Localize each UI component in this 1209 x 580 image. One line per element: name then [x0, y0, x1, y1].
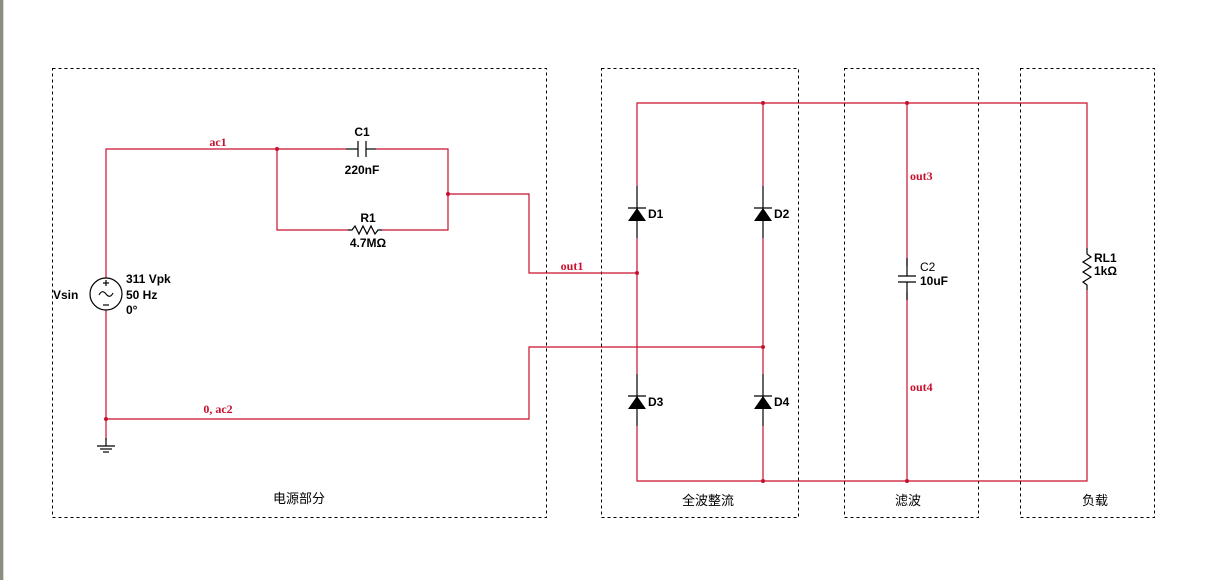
- c1-ref-label: C1: [354, 125, 370, 139]
- r1-ref-label: R1: [360, 211, 376, 225]
- junction-dot: [761, 479, 765, 483]
- wire-ac1[interactable]: [105, 148, 449, 278]
- net-label-out1: out1: [561, 259, 584, 273]
- load-section-box[interactable]: [1020, 68, 1155, 518]
- rl1-ref-label: RL1: [1094, 251, 1117, 265]
- power-section-label: 电源部分: [273, 492, 325, 507]
- vsin-ref-label: Vsin: [53, 288, 78, 302]
- ground-icon: [97, 438, 115, 453]
- junction-dot: [905, 101, 909, 105]
- diode-d1[interactable]: [628, 186, 646, 238]
- vsin-source[interactable]: [89, 277, 123, 311]
- window-left-border: [0, 0, 4, 580]
- filter-section-box[interactable]: [844, 68, 979, 518]
- c1-value: 220nF: [345, 163, 380, 177]
- net-label-ground-ac2: 0, ac2: [203, 402, 232, 416]
- filter-section-label: 滤波: [895, 494, 921, 509]
- c2-ref-label: C2: [920, 260, 936, 274]
- power-section-box[interactable]: [52, 68, 547, 518]
- junction-dot: [104, 417, 108, 421]
- junction-dot: [761, 345, 765, 349]
- wire-top-rail[interactable]: [636, 102, 1088, 266]
- d1-ref-label: D1: [648, 207, 664, 221]
- junction-dot: [275, 147, 279, 151]
- capacitor-c1[interactable]: [346, 141, 376, 157]
- net-label-ac1: ac1: [209, 135, 226, 149]
- c2-value: 10uF: [920, 274, 948, 288]
- diode-d4[interactable]: [754, 374, 772, 426]
- d4-ref-label: D4: [774, 395, 790, 409]
- vsin-frequency: 50 Hz: [126, 288, 157, 302]
- rectifier-section-label: 全波整流: [682, 493, 734, 509]
- diode-d3[interactable]: [628, 374, 646, 426]
- capacitor-c2[interactable]: [898, 258, 916, 300]
- junction-dot: [905, 479, 909, 483]
- d2-ref-label: D2: [774, 207, 790, 221]
- junction-dot: [635, 271, 639, 275]
- resistor-rl1[interactable]: [1081, 248, 1093, 290]
- net-label-out3: out3: [910, 169, 933, 183]
- wire-ground-ac2[interactable]: [105, 310, 763, 440]
- vsin-amplitude: 311 Vpk: [126, 272, 171, 286]
- d3-ref-label: D3: [648, 395, 664, 409]
- net-label-out4: out4: [910, 380, 933, 394]
- diode-d2[interactable]: [754, 186, 772, 238]
- resistor-r1[interactable]: [348, 224, 382, 236]
- rl1-value: 1kΩ: [1094, 264, 1117, 278]
- load-section-label: 负载: [1082, 494, 1108, 509]
- junction-dot: [761, 101, 765, 105]
- rectifier-section-box[interactable]: [601, 68, 799, 518]
- r1-value: 4.7MΩ: [350, 236, 387, 250]
- vsin-phase: 0°: [126, 303, 138, 317]
- wire-bottom-rail[interactable]: [636, 290, 1088, 482]
- wire-out1[interactable]: [448, 193, 637, 274]
- wire-rectifier-mid[interactable]: [636, 238, 764, 374]
